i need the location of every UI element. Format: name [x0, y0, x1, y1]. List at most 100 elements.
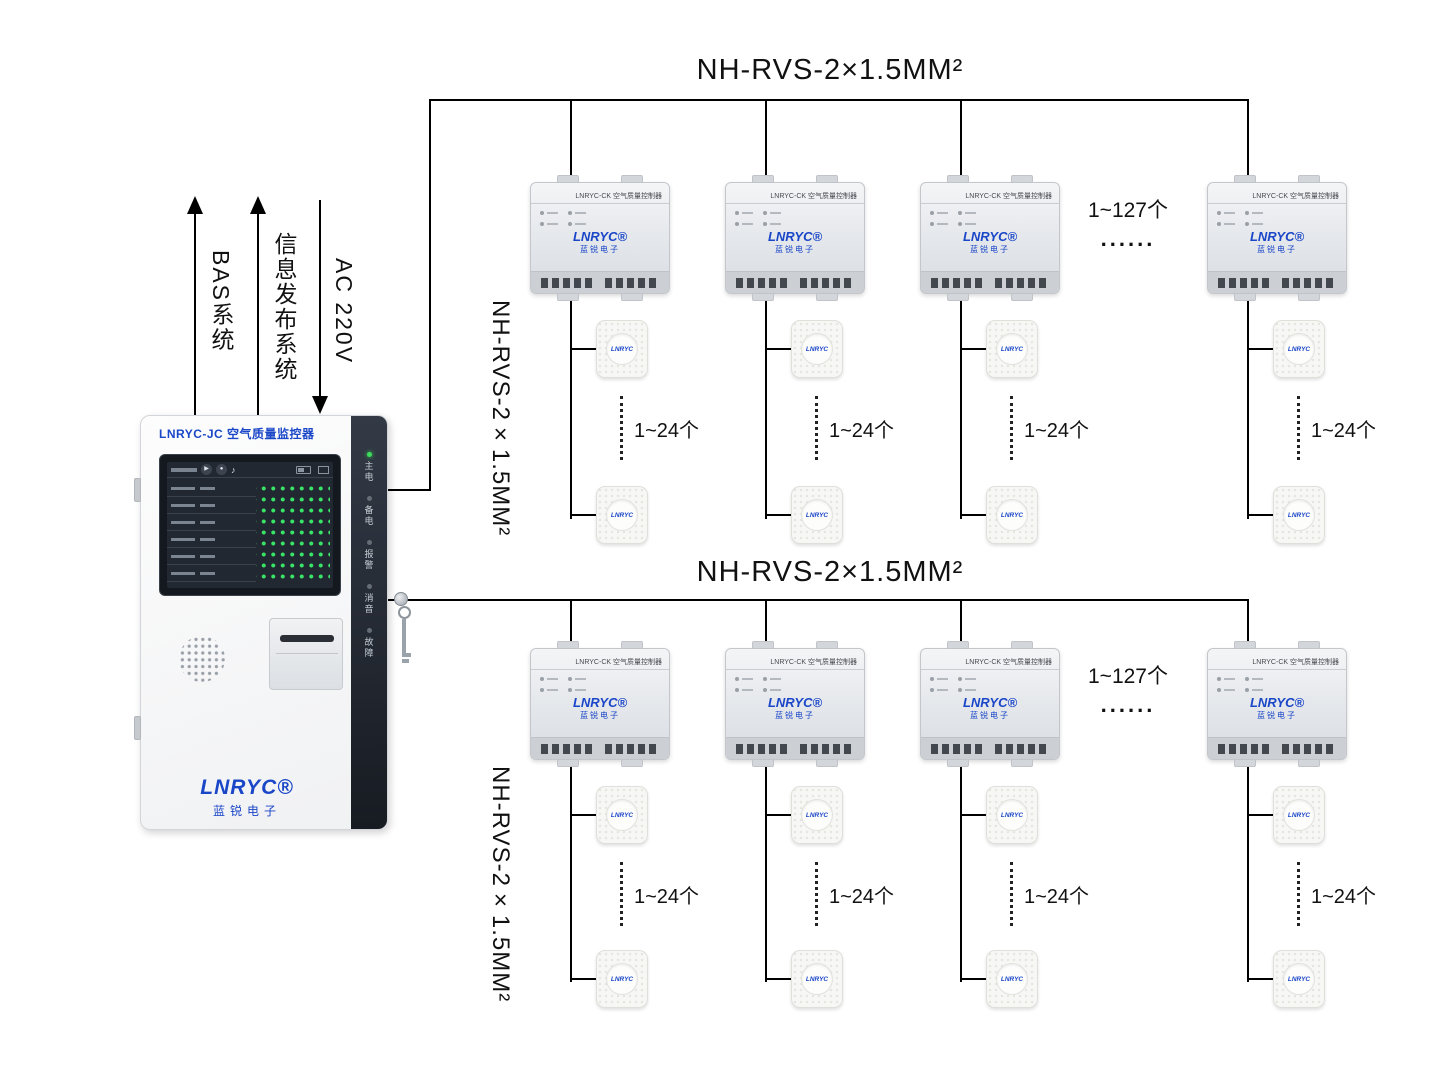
din-clip: [1011, 175, 1033, 183]
led-indicator: [540, 688, 558, 692]
monitor-model-label: LNRYC-JC 空气质量监控器: [159, 427, 315, 441]
hinge: [134, 716, 141, 740]
din-clip: [947, 175, 969, 183]
sensor-count-label: 1~24个: [1024, 420, 1090, 442]
sensor-ellipsis-dots: [1010, 396, 1013, 460]
module-seam: [1208, 669, 1346, 670]
drop-line: [1247, 599, 1249, 649]
drop-line: [1247, 99, 1249, 183]
led-label: 报警: [363, 549, 374, 571]
air-quality-controller: LNRYC-CK 空气质量控制器 LNRYC® 蓝锐电子: [920, 641, 1060, 767]
detector-row: [167, 514, 256, 531]
sensor-count-label: 1~24个: [634, 420, 700, 442]
stem-line: [765, 759, 767, 982]
monitor-connector-line: [388, 489, 430, 491]
led-indicator: [568, 222, 586, 226]
din-clip: [1234, 641, 1256, 649]
sensor-face: LNRYC: [996, 499, 1028, 531]
module-seam: [726, 669, 864, 670]
led-indicator: [1217, 688, 1235, 692]
bus-line-mid: [388, 599, 1249, 601]
terminal-block: [726, 737, 864, 759]
sensor-face: LNRYC: [801, 333, 833, 365]
led-indicator: [568, 211, 586, 215]
din-clip: [557, 641, 579, 649]
led-label: 备电: [363, 505, 374, 527]
controller-logo: LNRYC® 蓝锐电子: [531, 229, 669, 255]
din-clip: [1298, 293, 1320, 301]
din-clip: [752, 759, 774, 767]
ac-power-line: [319, 200, 321, 398]
air-quality-sensor: LNRYC: [986, 950, 1038, 1008]
module-seam: [921, 203, 1059, 204]
panel-led: 备电: [363, 496, 376, 527]
brand-cn-text: 蓝锐电子: [580, 245, 620, 254]
led-indicator: [958, 211, 976, 215]
air-quality-sensor: LNRYC: [1273, 950, 1325, 1008]
key[interactable]: [398, 606, 411, 663]
brand-text: LNRYC®: [767, 229, 823, 244]
din-clip: [947, 759, 969, 767]
terminal-block: [921, 271, 1059, 293]
led-indicator: [930, 677, 948, 681]
sensor-count-label: 1~24个: [829, 420, 895, 442]
drop-line: [570, 599, 572, 649]
din-clip: [752, 175, 774, 183]
led-indicator: [763, 677, 781, 681]
controller-status-leds: [735, 211, 781, 226]
stub-line: [960, 348, 987, 350]
controller-model-label: LNRYC-CK 空气质量控制器: [575, 193, 662, 200]
sensor-brand-text: LNRYC: [610, 975, 634, 983]
controller-status-leds: [735, 677, 781, 692]
module-seam: [531, 203, 669, 204]
drop-line: [765, 99, 767, 183]
sensor-face: LNRYC: [1283, 499, 1315, 531]
stem-line: [960, 293, 962, 519]
air-quality-sensor: LNRYC: [1273, 320, 1325, 378]
sensor-face: LNRYC: [1283, 333, 1315, 365]
key-lock[interactable]: [394, 592, 408, 606]
sensor-ellipsis-dots: [1010, 862, 1013, 926]
monitor-logo: LNRYC® 蓝锐电子: [141, 776, 353, 819]
din-clip: [1234, 759, 1256, 767]
din-clip: [1011, 293, 1033, 301]
led-dot: [366, 496, 372, 501]
printer-module[interactable]: [269, 618, 343, 690]
play-icon: ▶: [201, 464, 212, 475]
din-clip: [621, 293, 643, 301]
sensor-ellipsis-dots: [1297, 862, 1300, 926]
sensor-brand-text: LNRYC: [805, 811, 829, 819]
brand-cn-text: 蓝锐电子: [580, 711, 620, 720]
ac-power-label: AC 220V: [331, 258, 357, 365]
monitor-screen[interactable]: ▶ ● ♪: [159, 454, 341, 596]
led-indicator: [958, 222, 976, 226]
led-indicator: [930, 222, 948, 226]
sensor-brand-text: LNRYC: [1000, 511, 1024, 519]
led-indicator: [1245, 677, 1263, 681]
air-quality-controller: LNRYC-CK 空气质量控制器 LNRYC® 蓝锐电子: [530, 175, 670, 301]
sensor-ellipsis-dots: [620, 862, 623, 926]
info-arrow-line: [257, 214, 259, 415]
stem-line: [1247, 293, 1249, 519]
record-icon: ●: [216, 464, 227, 475]
sensor-face: LNRYC: [801, 963, 833, 995]
info-arrow-head-icon: [250, 196, 266, 214]
sensor-count-label: 1~24个: [1311, 420, 1377, 442]
sensor-face: LNRYC: [996, 963, 1028, 995]
stub-line: [765, 978, 792, 980]
status-dot-grid: [256, 481, 330, 585]
stub-line: [570, 814, 597, 816]
air-quality-sensor: LNRYC: [791, 320, 843, 378]
sensor-brand-text: LNRYC: [1287, 345, 1311, 353]
controller-status-leds: [540, 677, 586, 692]
terminal-block: [531, 737, 669, 759]
controller-logo: LNRYC® 蓝锐电子: [921, 695, 1059, 721]
controller-count-label: 1~127个: [1088, 665, 1168, 688]
terminal-block: [921, 737, 1059, 759]
drop-line: [765, 599, 767, 649]
bas-system-label: BAS系统: [208, 250, 234, 353]
drop-line: [960, 99, 962, 183]
sensor-brand-text: LNRYC: [610, 811, 634, 819]
riser-line: [429, 99, 431, 491]
